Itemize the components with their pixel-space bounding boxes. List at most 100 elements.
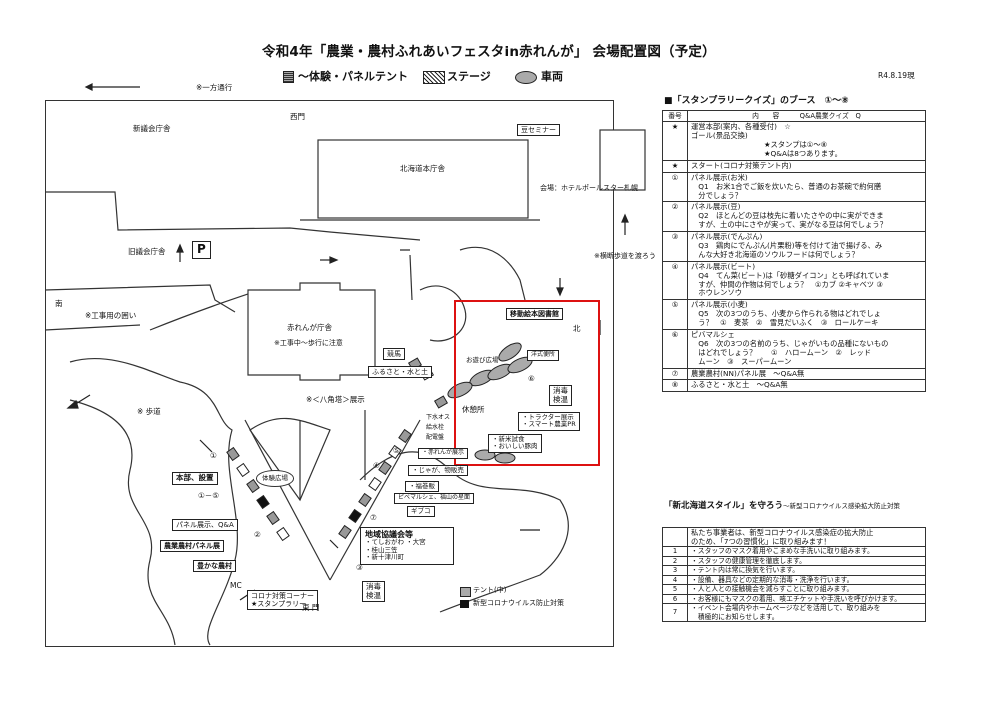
new-assembly-building: 新議会庁舎 [133,124,171,133]
fukumaki-label: ・福巻販 [405,481,439,493]
style-row: 6・お客様にもマスクの着用、咳エチケットや手洗いを呼びかけます。 [662,593,926,605]
experience-plaza-label: 体験広場 [256,470,294,487]
style-subtitle: ～新型コロナウイルス感染拡大防止対策 [783,502,901,510]
mc-label: MC [230,581,242,590]
highlight-frame [454,300,600,466]
disinfect-check-booth: 消毒 検温 [549,385,572,407]
style-intro-row: 私たち事業者は、新型コロナウイルス感染症の拡大防止 のため、「7つの習慣化」に取… [662,526,926,548]
booth-number-4: ④ [373,461,380,470]
regional-council-items: ・てしおがわ ・大宮 ・桂山三笠 ・新十津川町 [365,538,426,562]
covid-corner-text: コロナ対策コーナー [251,592,314,600]
pima-marche-label: ピベマルシェ、福山の星面 [394,493,475,504]
parking-sign: P [192,241,211,259]
legend: ～体験・パネルテント ステージ 車両 [283,69,583,85]
booth-number-3: ③ [356,563,363,572]
style-row: 1・スタッフのマスク着用やこまめな手洗いに取り組みます。 [662,546,926,557]
quiz-row: ★スタート(コロナ対策テント内) [662,159,926,173]
nnn-panel-label: 農業農村パネル展 [160,540,224,553]
quiz-row: ★運営本部(案内、各種受付) ☆ ゴール(景品交換) ★スタンプは①～⑧ ★Q&… [662,121,926,161]
headquarters-label: 本部、設置 [172,472,218,485]
potato-sales-label: ・じゃが、物販売 [408,465,468,477]
booth-number-1: ① [210,451,217,460]
regional-council-title: 地域協議会等 [365,530,413,539]
style-heading: 「新北海道スタイル」を守ろう～新型コロナウイルス感染拡大防止対策 [664,502,900,511]
booth-number-2: ② [254,530,261,539]
yutaka-noson-label: 豊かな農村 [193,560,236,573]
akarenga-building: 赤れんが庁舎 [287,323,332,332]
booth-number-6: ⑥ [528,374,535,383]
booth-number-5: ⑤ [393,446,400,455]
water-outlet-label: 下水オス [426,414,451,421]
water-supply-label: 給水栓 [426,424,445,431]
restroom-label: 洋式便所 [527,350,560,361]
style-row: 2・スタッフの健康管理を徹底します。 [662,555,926,567]
quiz-header-content: 内 容 Q&A農業クイズ Q [687,109,926,123]
tractor-exhibit-label: ・トラクター展示 ・スマート農業PR [518,412,580,431]
quiz-header-row: 番号 内 容 Q&A農業クイズ Q [662,109,926,123]
disinfect-label-2: 消毒 [366,582,381,591]
furusato-label: ふるさと・水と土 [368,366,432,379]
old-assembly-building: 旧議会庁舎 [128,247,166,256]
mobile-library-label: 移動絵本図書館 [506,308,563,321]
tent-mid-icon [460,587,471,597]
vehicle-legend-label: 車両 [541,70,563,83]
stamp-rally-text: ★スタンプラリー [251,600,307,609]
sidewalk-note: ※ 歩道 [137,407,161,416]
covid-measures-icon [460,600,469,608]
south-label: 南 [55,299,63,308]
panel-exhibit-label: パネル展示、Q&A [172,519,238,532]
rest-area-label: 休憩所 [462,405,485,414]
quiz-heading: ■「スタンプラリークイズ」のブース ①～⑧ [664,96,849,106]
tent-legend-icon [283,71,294,83]
tent-mid-label: テント(中) [473,586,507,594]
play-area-label: お遊び広場 [466,356,499,364]
quiz-header-qa: Q&A農業クイズ Q [799,112,861,120]
covid-measures-label: 新型コロナウイルス防止対策 [473,599,564,607]
style-intro: 私たち事業者は、新型コロナウイルス感染症の拡大防止 のため、「7つの習慣化」に取… [687,526,926,548]
page-title: 令和4年「農業・農村ふれあいフェスタin赤れんが」 会場配置図（予定） [262,44,716,60]
style-row: 7・イベント会場内やホームページなどを活用して、取り組みを 積極的にお知らせしま… [662,603,926,623]
crosswalk-note: ※横断歩道を渡ろう [594,252,656,260]
walk-caution-note: ※工事中～歩行に注意 [274,339,343,347]
tent-legend-label: ～体験・パネルテント [298,70,408,83]
style-row: 5・人と人との接触機会を減らすことに取り組みます。 [662,584,926,595]
temp-check-label-2: 検温 [366,590,381,600]
map-legend-bottom: テント(中) 新型コロナウイルス防止対策 [460,586,610,616]
north-label: 北 [573,324,581,333]
distribution-panel-label: 配電盤 [426,434,445,441]
mame-seminar-label: 豆セミナー [517,124,560,137]
shiodome-label: ギブコ [407,506,435,518]
venue-map [45,100,614,647]
covid-corner-label: コロナ対策コーナー ★スタンプラリー [247,590,318,611]
shokukou-label: 競馬 [383,348,405,361]
stage-legend-label: ステージ [447,70,491,83]
disinfect-label: 消毒 [553,386,568,395]
booth-range-label: ①－⑤ [198,491,219,500]
vehicle-legend-icon [515,71,537,84]
east-gate-label: 東 門 [302,603,320,612]
style-row: 3・テント内は常に換気を行います。 [662,565,926,576]
temp-check-label: 検温 [553,394,568,404]
seminar-venue-note: 会場：ホテルポールスター札幌 [540,184,638,192]
style-title: 「新北海道スタイル」を守ろう [664,501,784,511]
hokkaido-office-building: 北海道本庁舎 [400,164,445,173]
style-row: 4・設備、器具などの定期的な消毒・洗浄を行います。 [662,574,926,586]
style-table: 私たち事業者は、新型コロナウイルス感染症の拡大防止 のため、「7つの習慣化」に取… [662,526,926,623]
akarenga-shop-label: ・赤れんが展示 [418,448,469,459]
stage-legend-icon [423,71,445,84]
new-rice-tasting-label: ・新米試食 ・おいしい豚肉 [488,434,542,453]
disinfect-check-booth-2: 消毒 検温 [362,581,385,603]
quiz-table: 番号 内 容 Q&A農業クイズ Q ★運営本部(案内、各種受付) ☆ ゴール(景… [662,109,926,393]
construction-fence-note: ※工事用の囲い [85,311,137,320]
regional-council-box: 地域協議会等 ・てしおがわ ・大宮 ・桂山三笠 ・新十津川町 [360,527,454,565]
one-way-note: ※一方通行 [196,83,233,92]
revision-date: R4.8.19現 [878,71,915,80]
booth-number-7: ⑦ [370,513,377,522]
